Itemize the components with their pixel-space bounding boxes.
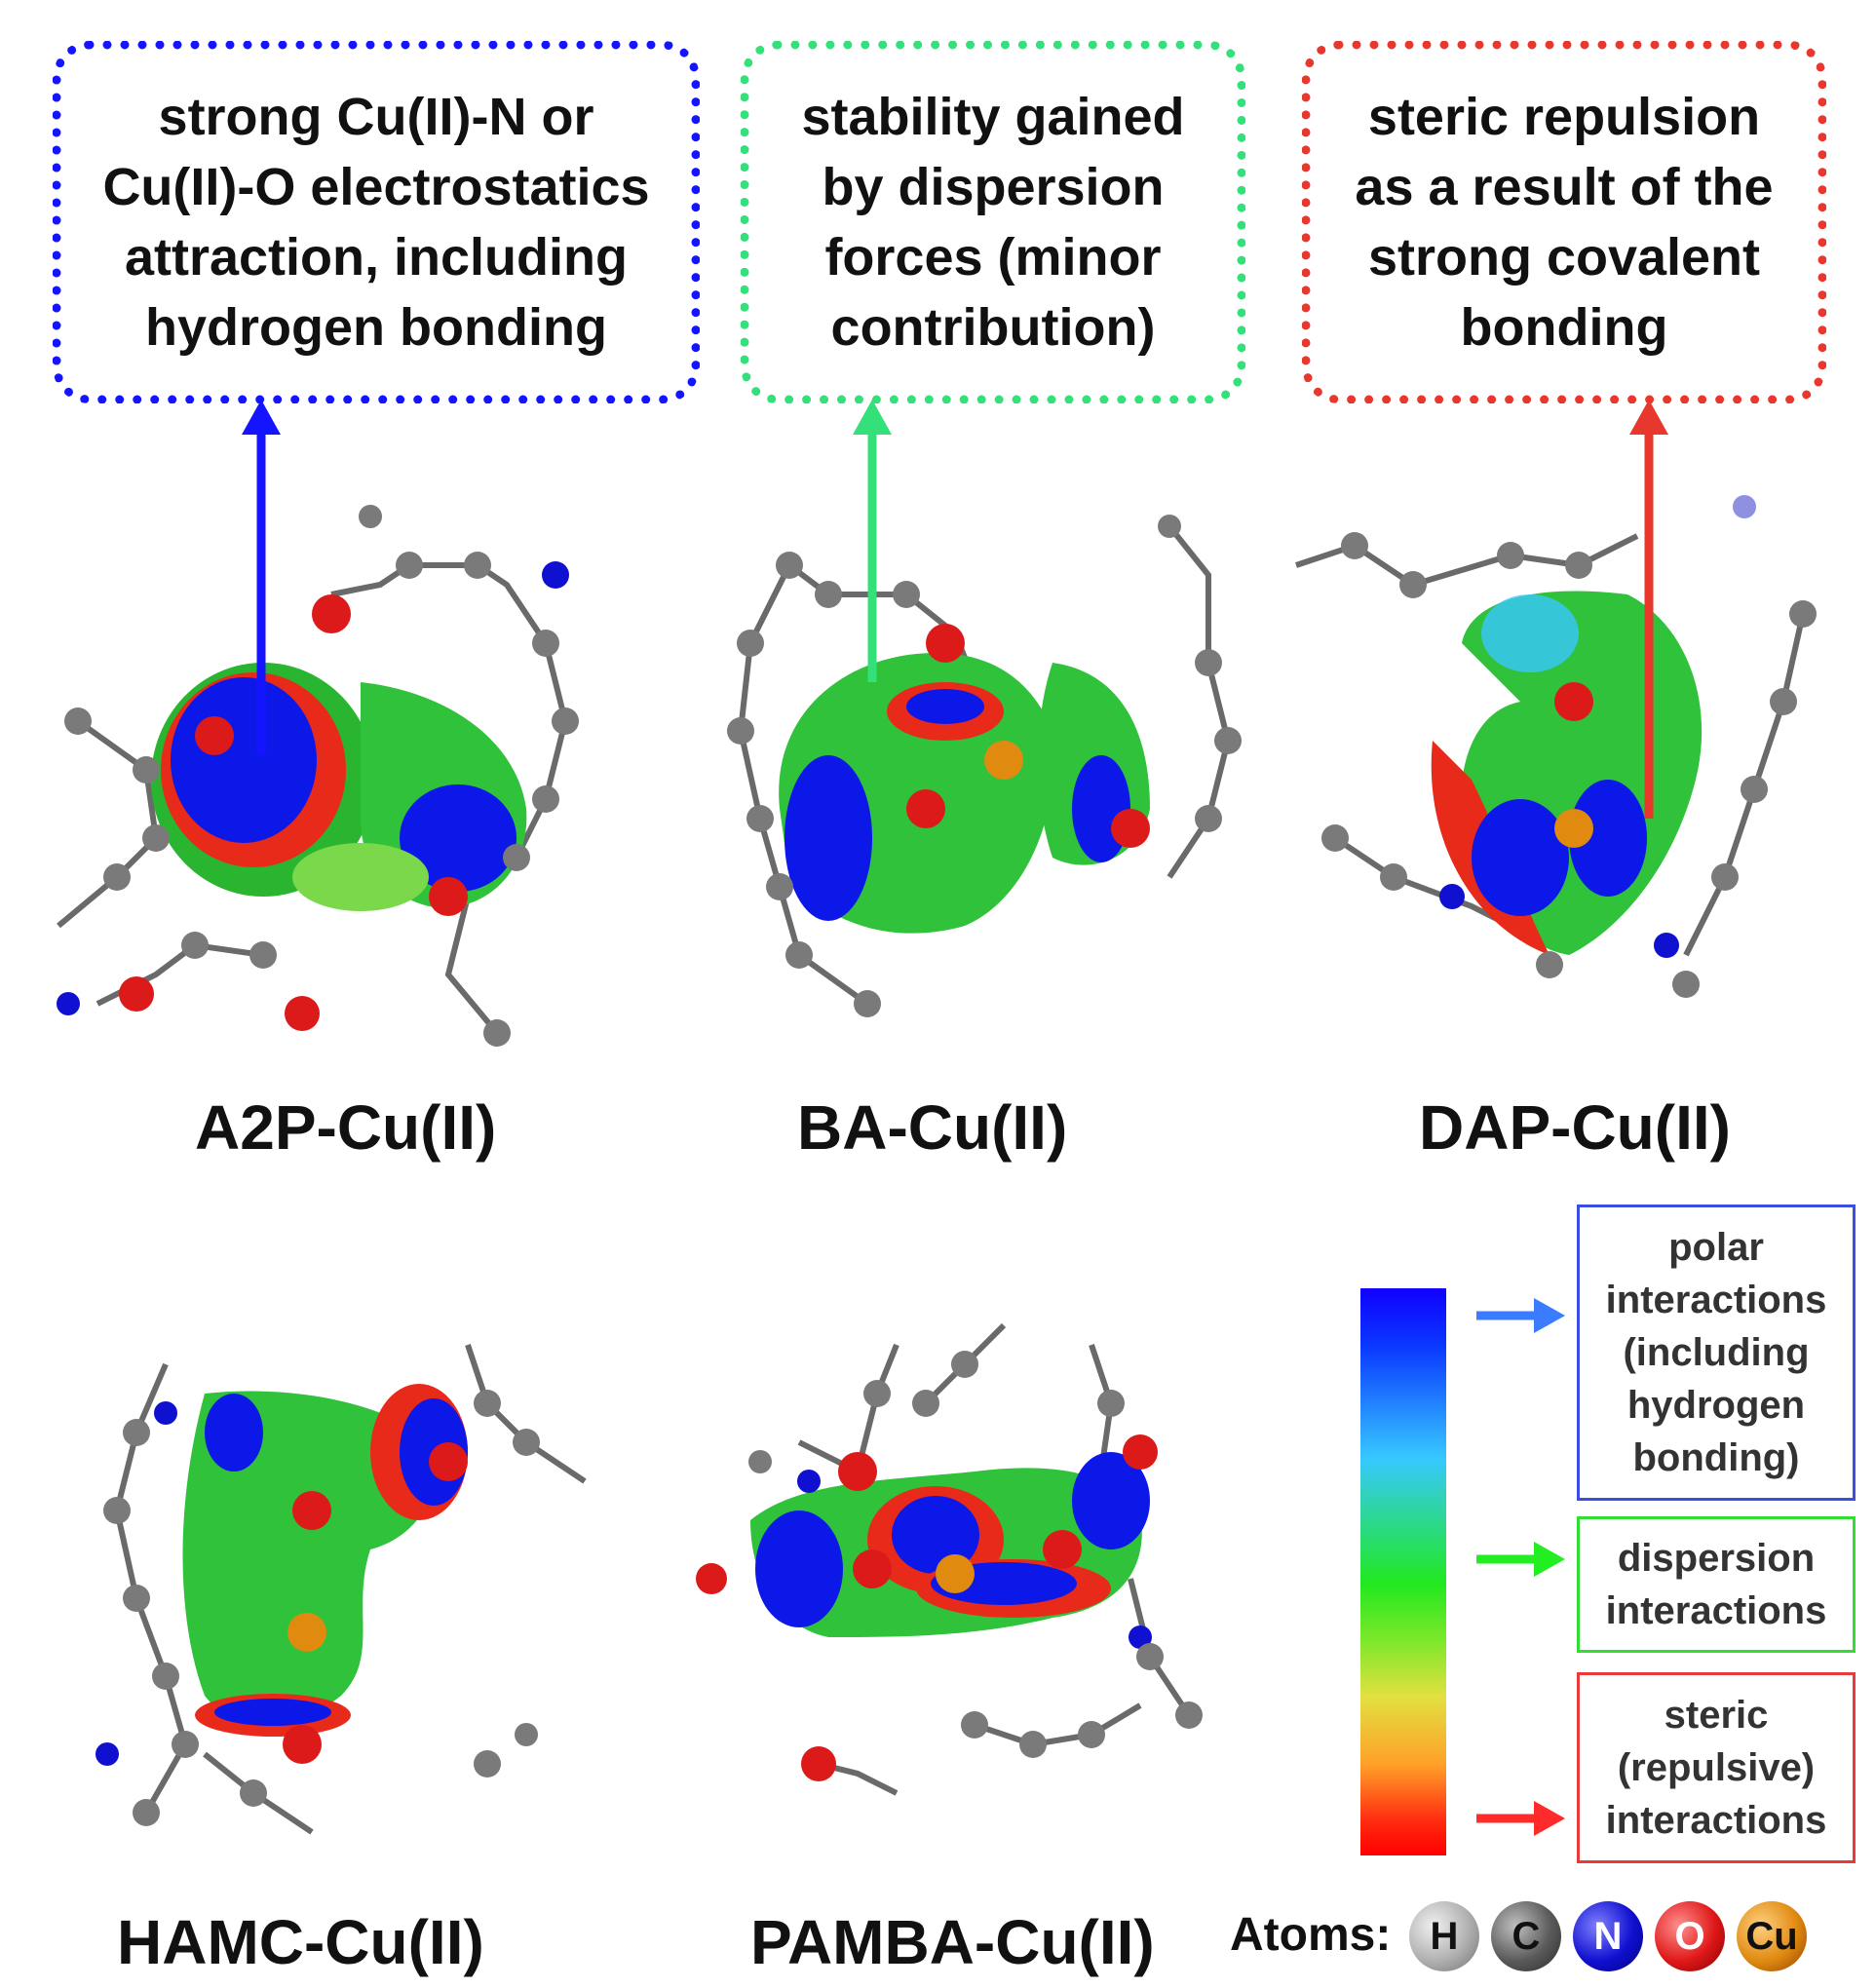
callout-line: forces (minor: [824, 228, 1162, 287]
atom-carbon-icon: C: [1491, 1901, 1561, 1971]
callout-line: steric repulsion: [1367, 88, 1761, 146]
arrowhead-electrostatics: [242, 400, 281, 435]
legend-arrowhead-polar: [1534, 1298, 1565, 1333]
callout-line: Cu(II)-O electrostatics: [102, 158, 650, 216]
callout-line: as a result of the: [1355, 158, 1774, 216]
legend-line: hydrogen: [1626, 1384, 1806, 1427]
interaction-colorbar: [1360, 1288, 1446, 1855]
callout-line: hydrogen bonding: [145, 298, 607, 357]
complex-label-dap: DAP-Cu(II): [1419, 1092, 1731, 1163]
callout-line: by dispersion: [822, 158, 1165, 216]
legend-dispersion: dispersion interactions: [1577, 1516, 1856, 1653]
legend-line: interactions: [1605, 1799, 1827, 1842]
complex-label-pamba: PAMBA-Cu(II): [750, 1907, 1155, 1977]
legend-line: bonding): [1632, 1436, 1800, 1479]
callout-dispersion: stability gained by dispersion forces (m…: [741, 41, 1245, 403]
legend-line: dispersion: [1617, 1537, 1816, 1580]
legend-line: interactions: [1605, 1279, 1827, 1321]
legend-line: interactions: [1605, 1589, 1827, 1632]
callout-steric: steric repulsion as a result of the stro…: [1302, 41, 1826, 403]
legend-line: steric: [1664, 1694, 1769, 1737]
ba-cu-render: [727, 515, 1242, 1017]
legend-arrowhead-dispersion: [1534, 1542, 1565, 1577]
atoms-label: Atoms:: [1230, 1909, 1392, 1961]
complex-label-ba: BA-Cu(II): [797, 1092, 1068, 1163]
callout-line: contribution): [830, 298, 1156, 357]
arrowhead-dispersion: [853, 400, 892, 435]
legend-arrowhead-steric: [1534, 1801, 1565, 1836]
pamba-cu-render: [696, 1322, 1203, 1796]
atom-copper-icon: Cu: [1737, 1901, 1807, 1971]
arrowhead-steric: [1629, 400, 1668, 435]
atom-nitrogen-icon: N: [1573, 1901, 1643, 1971]
callout-line: attraction, including: [124, 228, 628, 287]
hamc-cu-render: [96, 1344, 587, 1835]
callout-line: stability gained: [801, 88, 1185, 146]
callout-electrostatics: strong Cu(II)-N or Cu(II)-O electrostati…: [53, 41, 700, 403]
callout-line: strong covalent: [1367, 228, 1761, 287]
legend-line: (repulsive): [1617, 1746, 1816, 1789]
legend-polar: polar interactions (including hydrogen b…: [1577, 1204, 1856, 1501]
legend-steric: steric (repulsive) interactions: [1577, 1672, 1856, 1863]
atom-oxygen-icon: O: [1655, 1901, 1725, 1971]
callout-line: bonding: [1460, 298, 1668, 357]
callout-line: strong Cu(II)-N or: [158, 88, 594, 146]
complex-label-hamc: HAMC-Cu(II): [117, 1907, 484, 1977]
atom-hydrogen-icon: H: [1409, 1901, 1479, 1971]
legend-line: polar: [1668, 1226, 1764, 1269]
a2p-cu-render: [57, 505, 579, 1047]
legend-line: (including: [1623, 1331, 1810, 1374]
dap-cu-render: [1295, 495, 1817, 998]
complex-label-a2p: A2P-Cu(II): [195, 1092, 497, 1163]
